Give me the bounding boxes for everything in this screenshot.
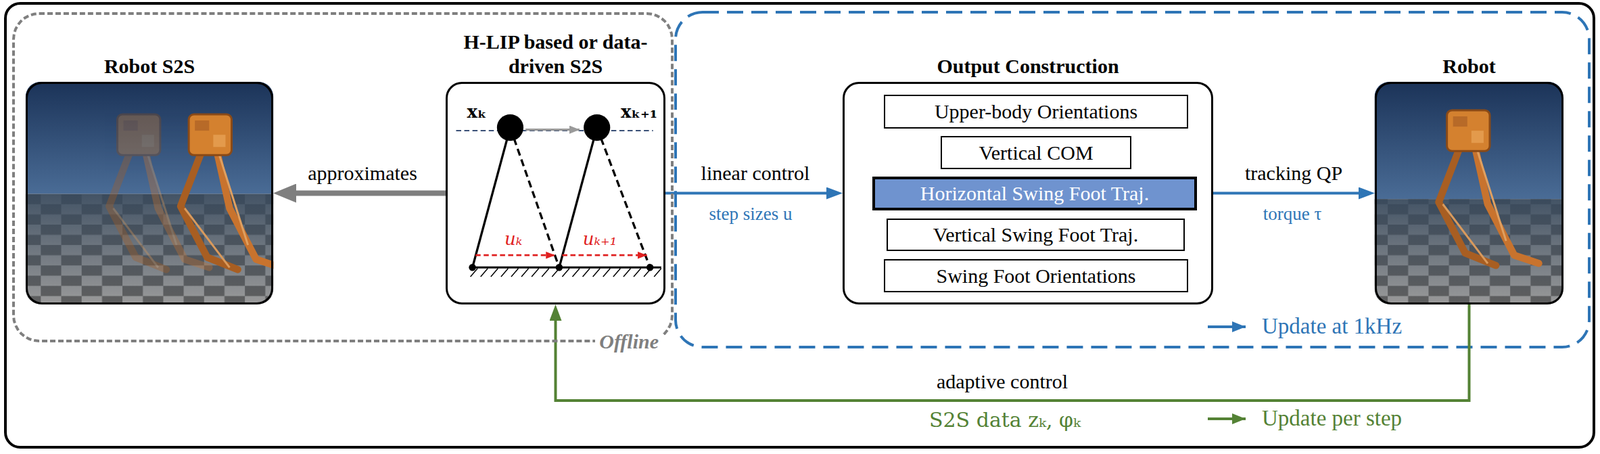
legend-sample-arrow [1207, 325, 1246, 328]
lip-model [561, 254, 647, 257]
connector-arrow [1213, 192, 1367, 195]
legend-entry: Update per step [1261, 405, 1402, 433]
robot-sim-image [25, 81, 274, 305]
connector-arrow [286, 190, 446, 197]
panel-art [25, 81, 1564, 305]
connector-arrow [665, 192, 835, 195]
math-label: xₖ [463, 101, 489, 123]
legend-text: Update per step [1261, 405, 1402, 433]
item-label: Swing Foot Orientations [935, 263, 1136, 289]
item-label: Vertical Swing Foot Traj. [933, 222, 1139, 247]
edge-label: adaptive control [933, 369, 1071, 394]
output-item: Vertical Swing Foot Traj. [886, 218, 1185, 251]
output-item: Horizontal Swing Foot Traj. [872, 176, 1197, 211]
math-label: xₖ₊₁ [618, 101, 661, 123]
connector-arrow [555, 304, 1470, 401]
robot-sim-image [1439, 110, 1540, 266]
math-label: uₖ [501, 228, 525, 250]
signal-label: step sizes u [706, 202, 796, 225]
image-panel: Robot S2S [25, 81, 274, 305]
output-item: Vertical COM [940, 135, 1132, 170]
outer-frame [5, 3, 1594, 447]
edge-label: approximates [304, 160, 420, 186]
panel-heading: H-LIP based or data-driven S2S [454, 29, 658, 79]
item-label: Vertical COM [978, 140, 1093, 166]
item-label: Horizontal Swing Foot Traj. [920, 181, 1149, 206]
output-item: Upper-body Orientations [883, 94, 1189, 129]
lip-model [455, 114, 661, 277]
robot-sim-image [1374, 81, 1563, 305]
panel-heading: Robot S2S [104, 54, 195, 79]
lip-model [468, 263, 477, 272]
edge-label: linear control [698, 160, 813, 186]
lip-model [525, 128, 580, 131]
signal-label: S2S data zₖ, φₖ [926, 407, 1084, 433]
lip-model [583, 114, 610, 141]
legend-text: Update at 1kHz [1261, 313, 1402, 341]
edge-label: tracking QP [1242, 160, 1346, 186]
panel-heading: Robot [1442, 54, 1496, 79]
legend-sample-arrow [1207, 417, 1246, 420]
lip-model [469, 266, 662, 269]
lip-model [555, 263, 564, 272]
online-region [675, 12, 1590, 347]
math-label: uₖ₊₁ [580, 228, 620, 250]
item-label: Upper-body Orientations [934, 99, 1138, 124]
legend-entry: Update at 1kHz [1261, 313, 1402, 341]
signal-label: torque τ [1260, 202, 1325, 225]
lip-model [646, 263, 654, 272]
lip-model [455, 129, 653, 132]
robot-sim-image [180, 114, 274, 270]
lip-model [497, 114, 524, 141]
output-panel: Upper-body OrientationsVertical COM Horiz… [842, 81, 1214, 305]
region-label: Offline [595, 329, 663, 354]
output-item: Swing Foot Orientations [883, 259, 1189, 293]
panel-heading: Output Construction [936, 54, 1119, 79]
image-panel: Robot [1374, 81, 1564, 305]
lip-model [475, 254, 556, 257]
lip-model [470, 268, 662, 277]
